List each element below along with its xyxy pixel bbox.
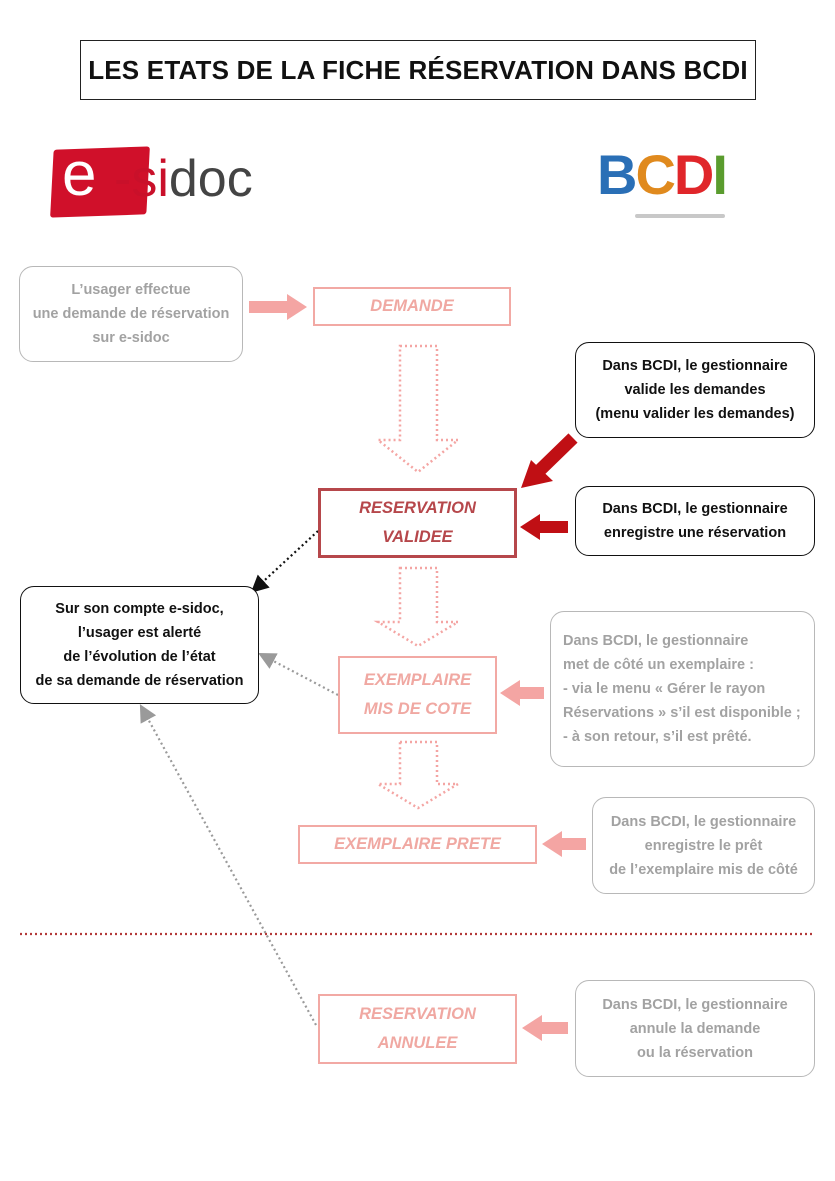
arrow-annule-to-annulee: [522, 1015, 568, 1041]
arrow-valide-demandes-to-validee: [521, 433, 578, 488]
note-line: - à son retour, s’il est prêté.: [563, 729, 752, 745]
note-enregistre-reservation: Dans BCDI, le gestionnaire enregistre un…: [575, 486, 815, 556]
note-line: Dans BCDI, le gestionnaire: [563, 633, 749, 649]
note-line: de l’exemplaire mis de côté: [609, 861, 798, 878]
note-line: Dans BCDI, le gestionnaire: [602, 358, 788, 374]
note-line: sur e-sidoc: [92, 330, 170, 346]
esidoc-logo-text: -sidoc: [114, 151, 253, 207]
state-label-line: VALIDEE: [382, 528, 453, 546]
arrow-met-de-cote-to-mis-de-cote: [500, 680, 544, 706]
note-line: enregistre une réservation: [603, 525, 787, 541]
esidoc-logo: e -sidoc: [50, 140, 267, 218]
note-valide-demandes: Dans BCDI, le gestionnaire valide les de…: [575, 342, 815, 438]
state-label-line: MIS DE COTE: [363, 700, 472, 718]
esidoc-logo-dash: -: [114, 150, 132, 208]
down-arrow-validee-mis-de-cote: [373, 566, 463, 648]
bcdi-logo-letter-b: B: [597, 143, 637, 206]
arrow-enregistre-reservation-to-validee: [520, 514, 568, 540]
note-line: (menu valider les demandes): [595, 406, 795, 422]
state-label-line: ANNULEE: [377, 1034, 458, 1052]
note-usager-demande: L’usager effectue une demande de réserva…: [19, 266, 243, 362]
note-line: Sur son compte e-sidoc,: [55, 601, 224, 617]
state-label: DEMANDE: [370, 297, 454, 315]
note-line: met de côté un exemplaire :: [563, 657, 754, 673]
state-exemplaire-prete: EXEMPLAIRE PRETE: [298, 825, 537, 864]
arrow-usager-to-demande: [249, 294, 307, 320]
connector-annulee-to-compte: [139, 704, 317, 1026]
note-line: Dans BCDI, le gestionnaire: [602, 501, 788, 517]
down-arrow-demande-validee: [374, 344, 462, 474]
note-line: Réservations » s’il est disponible ;: [563, 705, 801, 721]
state-demande: DEMANDE: [313, 287, 511, 326]
note-met-de-cote: Dans BCDI, le gestionnaire met de côté u…: [550, 611, 815, 767]
note-line: Dans BCDI, le gestionnaire: [610, 813, 797, 830]
note-line: l’usager est alerté: [77, 625, 202, 641]
state-label: EXEMPLAIRE PRETE: [334, 835, 501, 853]
note-line: de l’évolution de l’état: [63, 649, 216, 665]
note-line: - via le menu « Gérer le rayon: [563, 681, 766, 697]
note-annule: Dans BCDI, le gestionnaire annule la dem…: [575, 980, 815, 1077]
state-reservation-annulee: RESERVATION ANNULEE: [318, 994, 517, 1064]
bcdi-logo: BCDI: [597, 140, 737, 222]
note-line: L’usager effectue: [71, 282, 191, 298]
note-line: annule la demande: [629, 1020, 761, 1037]
bcdi-logo-letter-i: I: [712, 143, 728, 206]
note-compte-esidoc: Sur son compte e-sidoc, l’usager est ale…: [20, 586, 259, 704]
note-line: ou la réservation: [636, 1044, 754, 1061]
bcdi-logo-letter-c: C: [635, 143, 675, 206]
note-line: valide les demandes: [624, 382, 766, 398]
state-label-line: RESERVATION: [359, 1005, 476, 1023]
note-line: Dans BCDI, le gestionnaire: [602, 996, 788, 1013]
down-arrow-mis-de-cote-prete: [373, 740, 463, 810]
note-line: enregistre le prêt: [644, 837, 763, 854]
esidoc-logo-si: si: [131, 150, 169, 208]
esidoc-logo-doc: doc: [168, 150, 253, 208]
connector-validee-to-compte: [250, 530, 319, 593]
connector-mis-de-cote-to-compte: [258, 652, 339, 696]
note-enregistre-pret: Dans BCDI, le gestionnaire enregistre le…: [592, 797, 815, 894]
bcdi-logo-letter-d: D: [673, 143, 714, 206]
arrow-enregistre-pret-to-prete: [542, 831, 586, 857]
note-line: de sa demande de réservation: [35, 673, 244, 689]
page-title: LES ETATS DE LA FICHE RÉSERVATION DANS B…: [80, 40, 756, 100]
state-label-line: RESERVATION: [359, 499, 476, 517]
esidoc-logo-e: e: [62, 140, 97, 209]
bcdi-logo-underline: [635, 214, 725, 218]
state-label-line: EXEMPLAIRE: [363, 671, 472, 689]
state-exemplaire-mis-de-cote: EXEMPLAIRE MIS DE COTE: [338, 656, 497, 734]
state-reservation-validee: RESERVATION VALIDEE: [318, 488, 517, 558]
note-line: une demande de réservation: [32, 306, 230, 322]
